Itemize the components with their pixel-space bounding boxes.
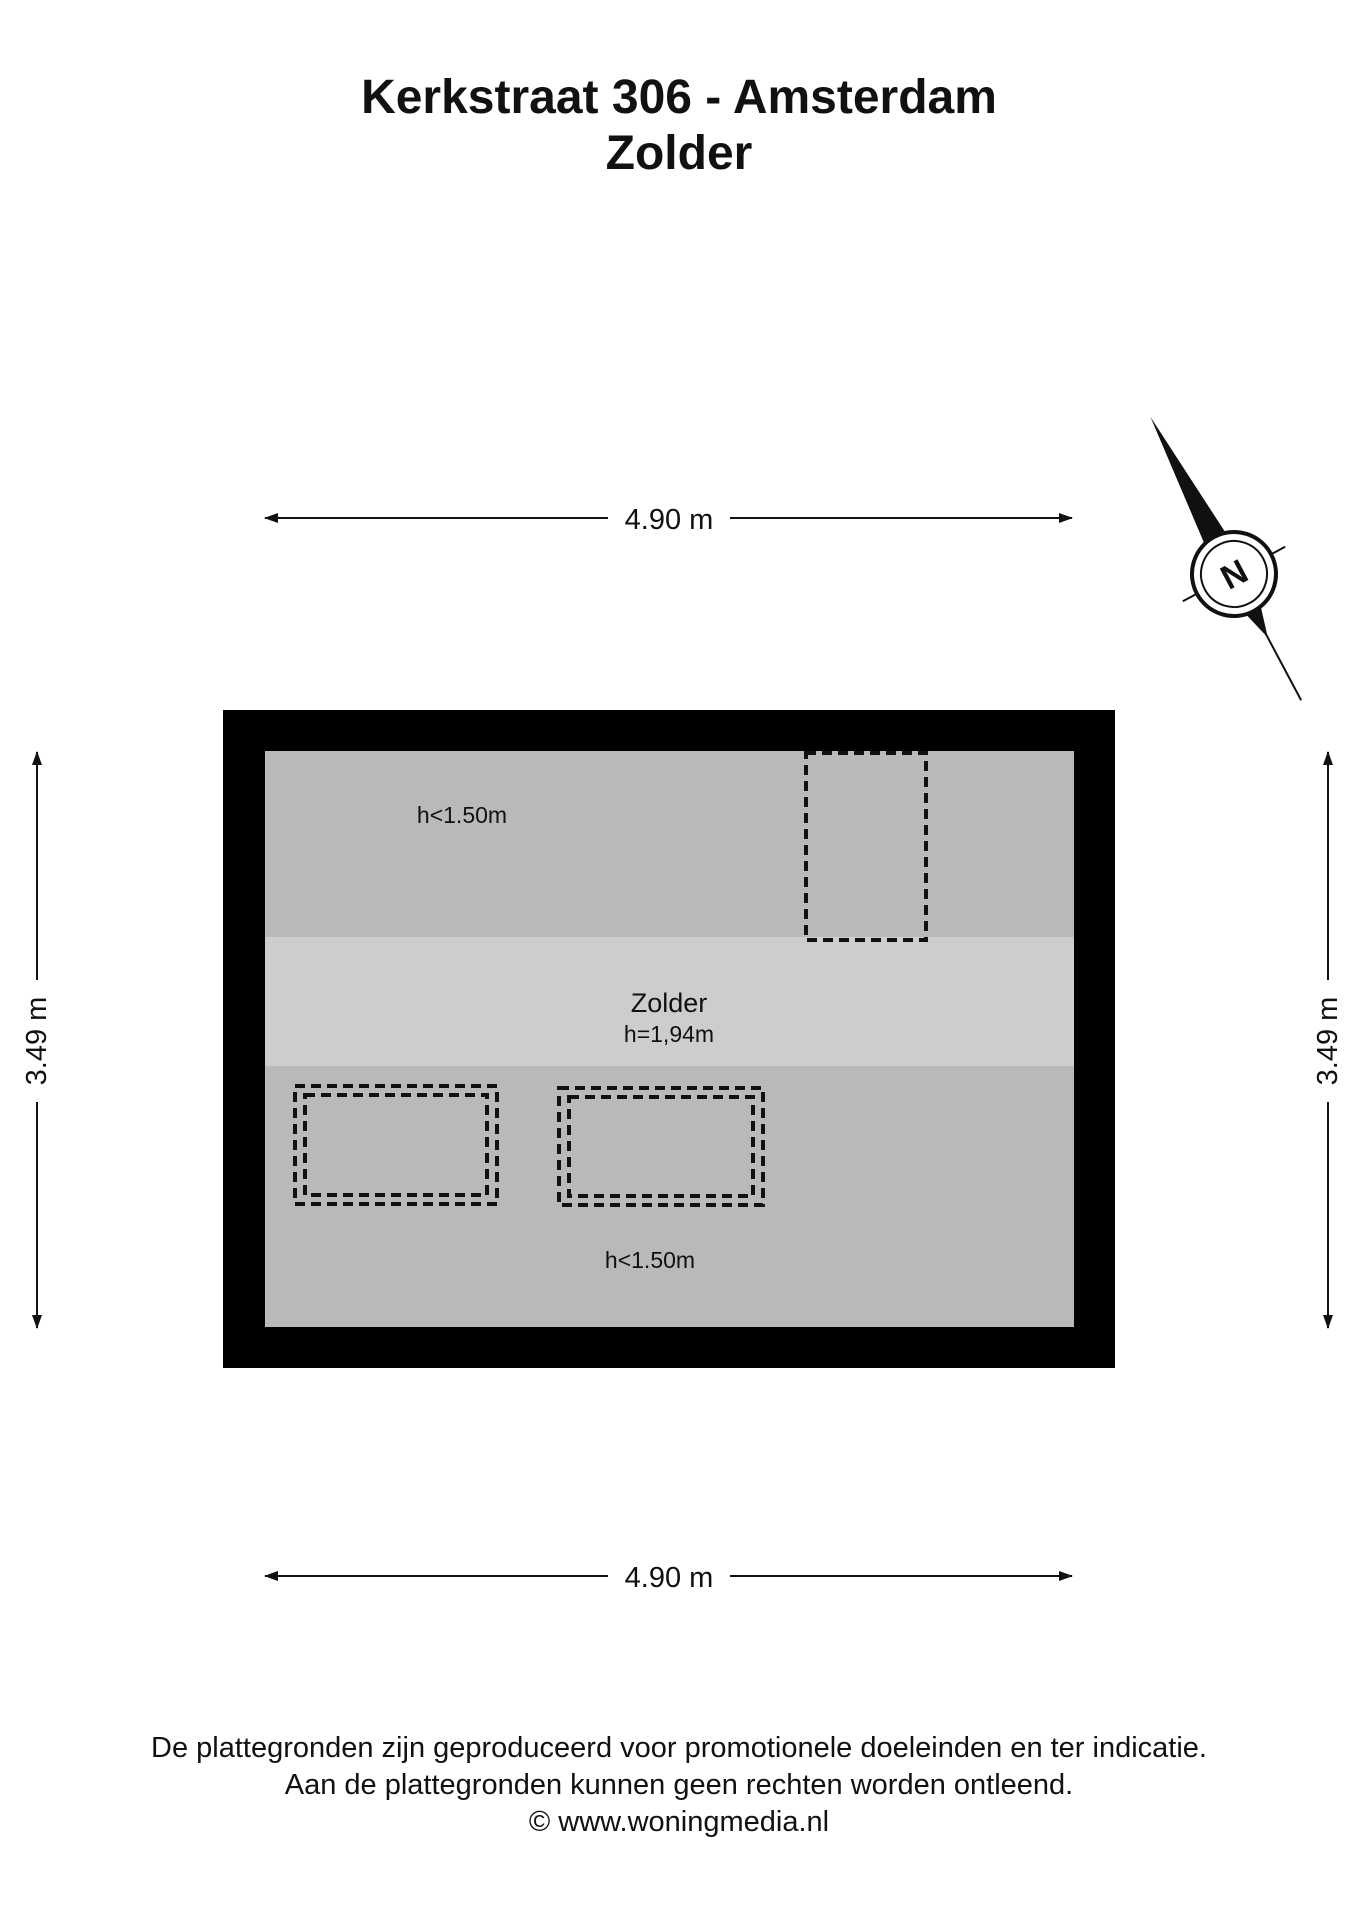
copyright-link[interactable]: © www.woningmedia.nl	[528, 1806, 830, 1838]
skylight-bottom-left	[293, 1084, 499, 1206]
floor-title: Zolder	[605, 127, 753, 180]
dimension-left-label: 3.49 m	[21, 997, 53, 1086]
dimension-top: 4.90 m	[264, 504, 1073, 536]
dimension-top-label: 4.90 m	[625, 504, 714, 536]
full-height-area	[265, 937, 1074, 1066]
skylight-bottom-middle	[557, 1086, 765, 1207]
dimension-bottom-label: 4.90 m	[625, 1562, 714, 1594]
disclaimer-line-2: Aan de plattegronden kunnen geen rechten…	[284, 1769, 1074, 1801]
room-height-label: h=1,94m	[624, 1021, 714, 1047]
dimension-right-label: 3.49 m	[1312, 997, 1344, 1086]
dimension-right: 3.49 m	[1312, 751, 1344, 1329]
page-title: Kerkstraat 306 - Amsterdam	[361, 71, 997, 124]
lower-slope-height-label: h<1.50m	[605, 1247, 695, 1273]
room-name-label: Zolder	[631, 988, 708, 1018]
lower-slope-area	[265, 1066, 1074, 1327]
north-arrow-icon: N	[1150, 416, 1303, 701]
title-block: Kerkstraat 306 - Amsterdam Zolder	[0, 70, 1358, 182]
footer-disclaimer: De plattegronden zijn geproduceerd voor …	[0, 1730, 1358, 1841]
skylight-top-right	[804, 751, 928, 942]
upper-slope-area	[265, 751, 1074, 937]
disclaimer-line-1: De plattegronden zijn geproduceerd voor …	[151, 1732, 1207, 1764]
dimension-left: 3.49 m	[21, 751, 53, 1329]
upper-slope-height-label: h<1.50m	[417, 802, 507, 828]
dimension-bottom: 4.90 m	[264, 1562, 1073, 1594]
